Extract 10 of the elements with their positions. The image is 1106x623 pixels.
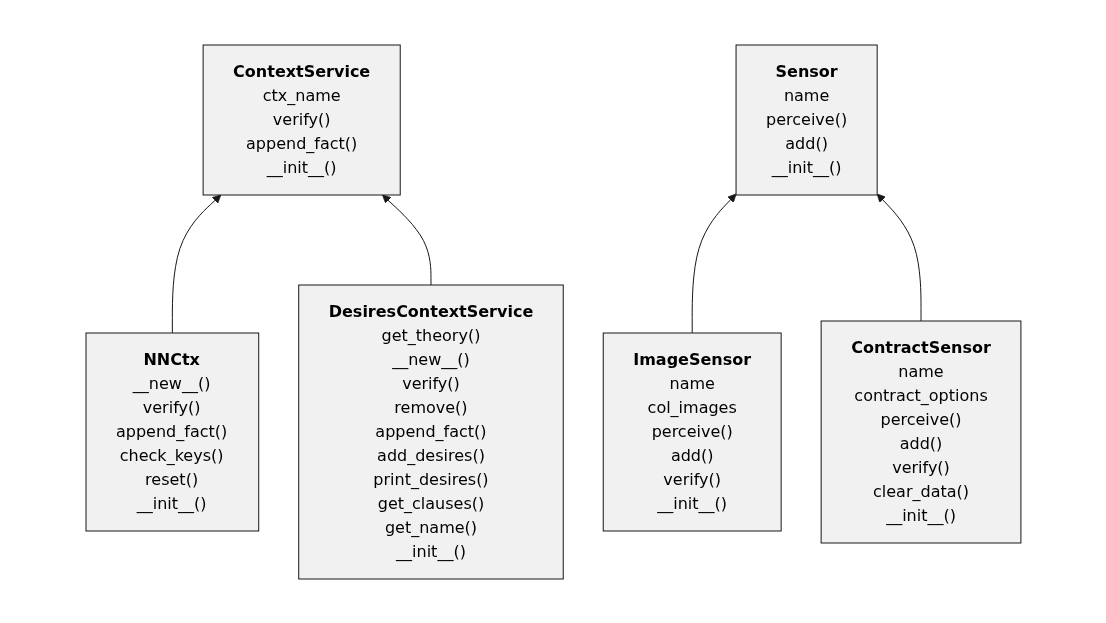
arrow bbox=[691, 193, 736, 333]
node-box: ContractSensor name contract_options perceive() add() verify() clear_data() __init__() bbox=[820, 320, 1021, 543]
arrow bbox=[876, 193, 922, 321]
node-box: DesiresContextService get_theory() __new__() verify() remove() append_fact() add_desires() print_desires() get_clauses() get_name() __init__() bbox=[297, 284, 564, 579]
node-box: ContextService ctx_name verify() append_fact() __init__() bbox=[202, 44, 401, 195]
arrow bbox=[381, 194, 431, 285]
node-box: ImageSensor name col_images perceive() add() verify() __init__() bbox=[602, 332, 782, 531]
node-box: Sensor name perceive() add() __init__() bbox=[735, 44, 878, 195]
node-box: NNCtx __new__() verify() append_fact() check_keys() reset() __init__() bbox=[85, 332, 259, 531]
arrow bbox=[171, 194, 221, 333]
